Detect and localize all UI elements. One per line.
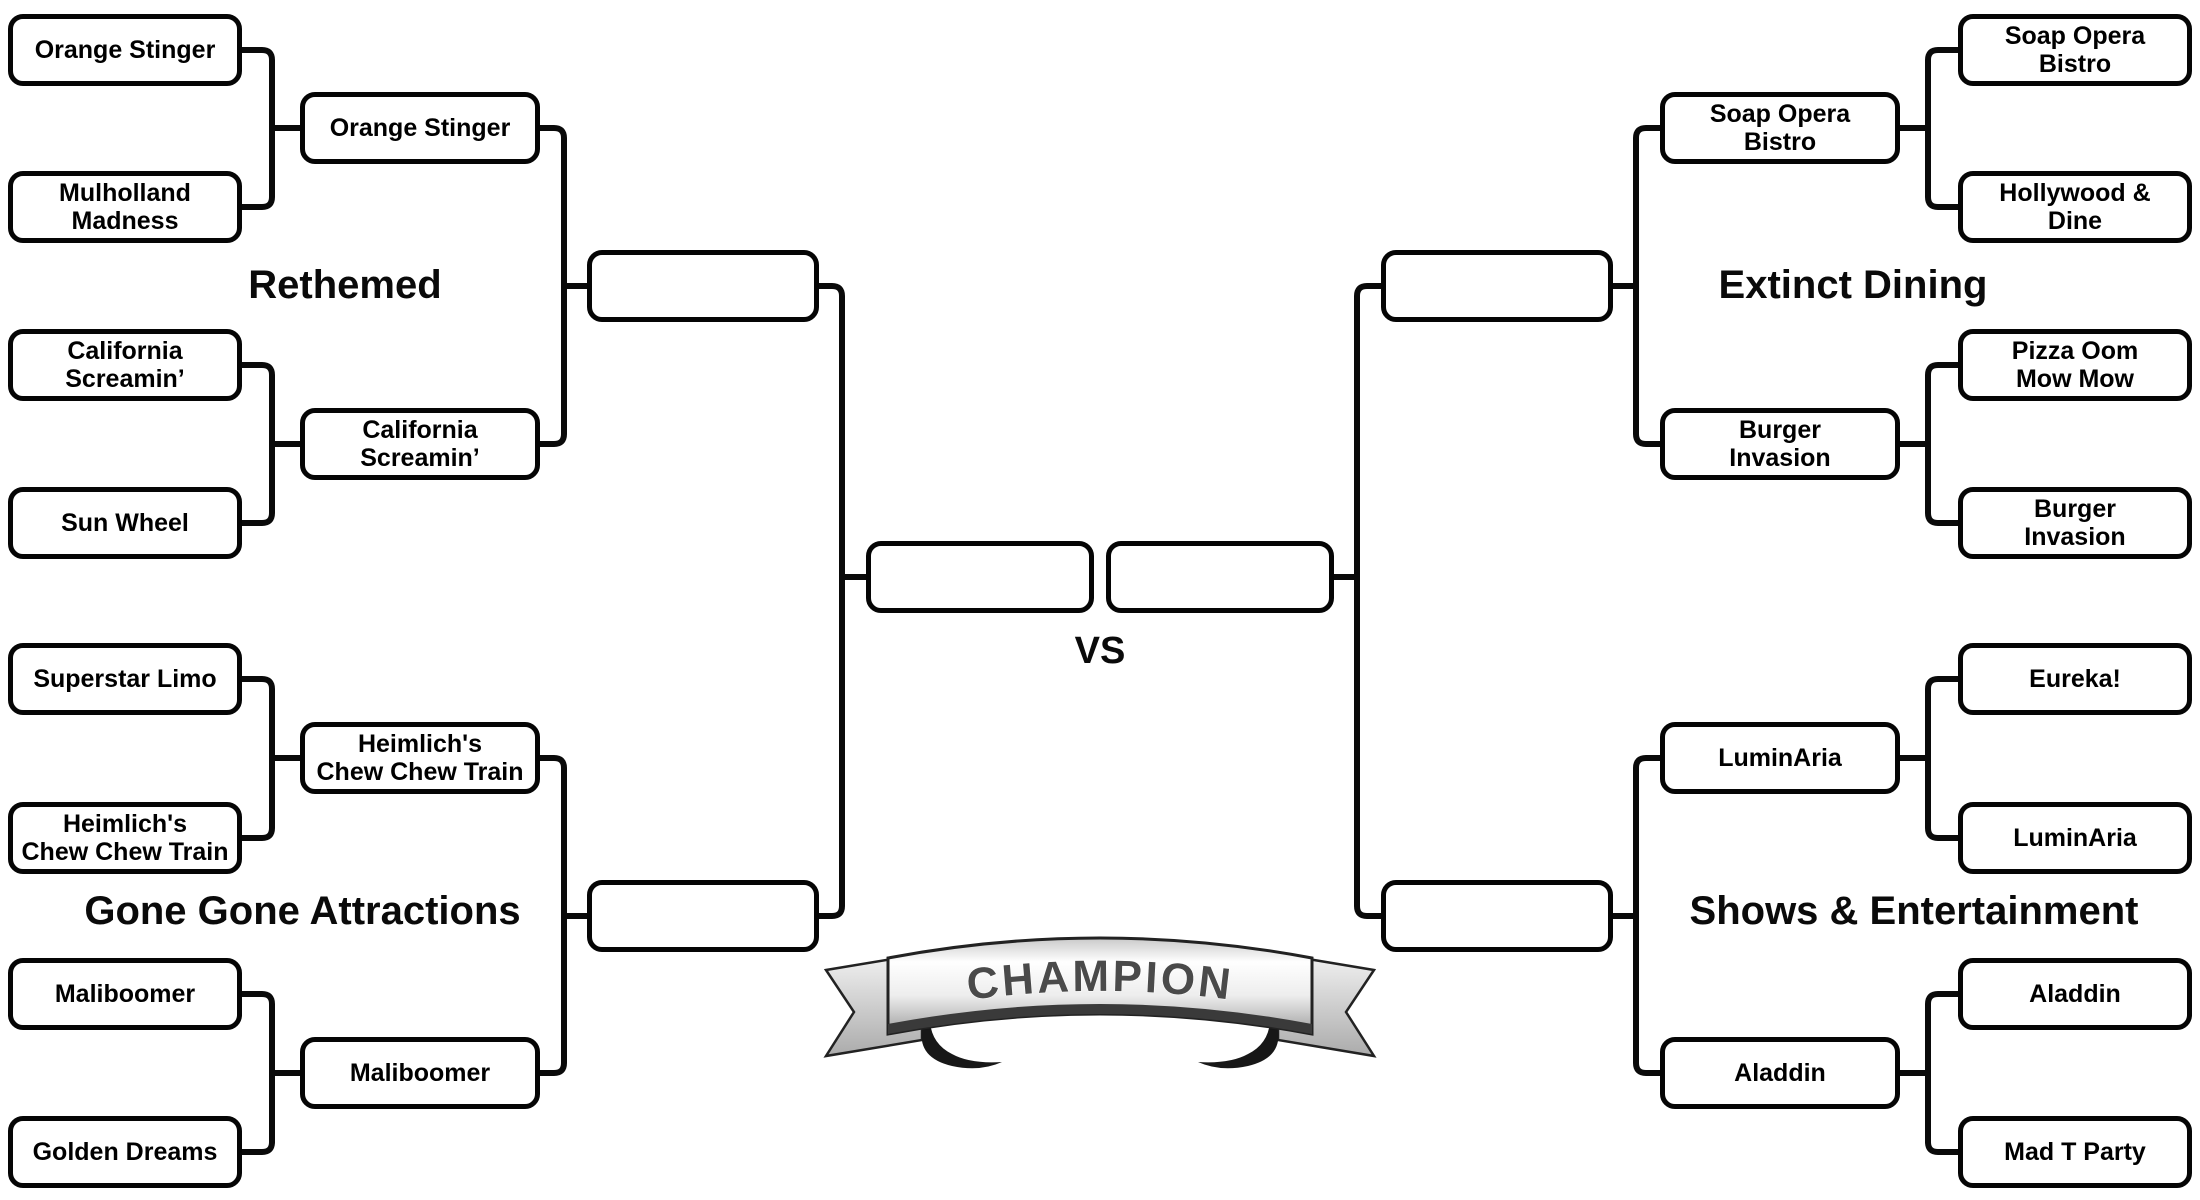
r2-slot-california-screamin: California Screamin’	[300, 408, 540, 480]
winner-slot-rethemed	[587, 250, 819, 322]
final-slot-left	[866, 541, 1094, 613]
r1-slot-mulholland-madness: Mulholland Madness	[8, 171, 242, 243]
region-label-gone-gone: Gone Gone Attractions	[84, 889, 521, 933]
winner-slot-shows	[1381, 880, 1613, 952]
connector-lines	[239, 47, 1961, 1155]
r1-slot-pizza-oom-mow-mow: Pizza Oom Mow Mow	[1958, 329, 2192, 401]
r2-slot-maliboomer: Maliboomer	[300, 1037, 540, 1109]
r2-slot-aladdin: Aladdin	[1660, 1037, 1900, 1109]
region-label-shows: Shows & Entertainment	[1689, 889, 2139, 933]
r1-slot-soap-opera-bistro: Soap Opera Bistro	[1958, 14, 2192, 86]
ribbon-fold-right	[1198, 1022, 1279, 1069]
r1-slot-sun-wheel: Sun Wheel	[8, 487, 242, 559]
r1-slot-aladdin: Aladdin	[1958, 958, 2192, 1030]
r1-slot-eureka: Eureka!	[1958, 643, 2192, 715]
r1-slot-california-screamin: California Screamin’	[8, 329, 242, 401]
winner-slot-gone-gone	[587, 880, 819, 952]
r2-slot-orange-stinger: Orange Stinger	[300, 92, 540, 164]
region-label-extinct-dining: Extinct Dining	[1718, 263, 1988, 307]
r2-slot-soap-opera-bistro: Soap Opera Bistro	[1660, 92, 1900, 164]
r1-slot-golden-dreams: Golden Dreams	[8, 1116, 242, 1188]
ribbon-fold-left	[921, 1022, 1002, 1069]
region-label-rethemed: Rethemed	[248, 263, 442, 307]
r1-slot-burger-invasion: Burger Invasion	[1958, 487, 2192, 559]
r2-slot-heimlichs-train: Heimlich's Chew Chew Train	[300, 722, 540, 794]
vs-label: VS	[1074, 630, 1126, 672]
r2-slot-luminaria: LuminAria	[1660, 722, 1900, 794]
winner-slot-extinct-dining	[1381, 250, 1613, 322]
r1-slot-maliboomer: Maliboomer	[8, 958, 242, 1030]
r1-slot-hollywood-dine: Hollywood & Dine	[1958, 171, 2192, 243]
r1-slot-luminaria: LuminAria	[1958, 802, 2192, 874]
r1-slot-superstar-limo: Superstar Limo	[8, 643, 242, 715]
champion-text: CHAMPION	[964, 952, 1236, 1010]
champion-ribbon: CHAMPION	[823, 936, 1377, 1069]
final-slot-right	[1106, 541, 1334, 613]
r2-slot-burger-invasion: Burger Invasion	[1660, 408, 1900, 480]
r1-slot-mad-t-party: Mad T Party	[1958, 1116, 2192, 1188]
r1-slot-heimlichs-train: Heimlich's Chew Chew Train	[8, 802, 242, 874]
ribbon-band-shadow	[888, 1004, 1312, 1034]
r1-slot-orange-stinger: Orange Stinger	[8, 14, 242, 86]
